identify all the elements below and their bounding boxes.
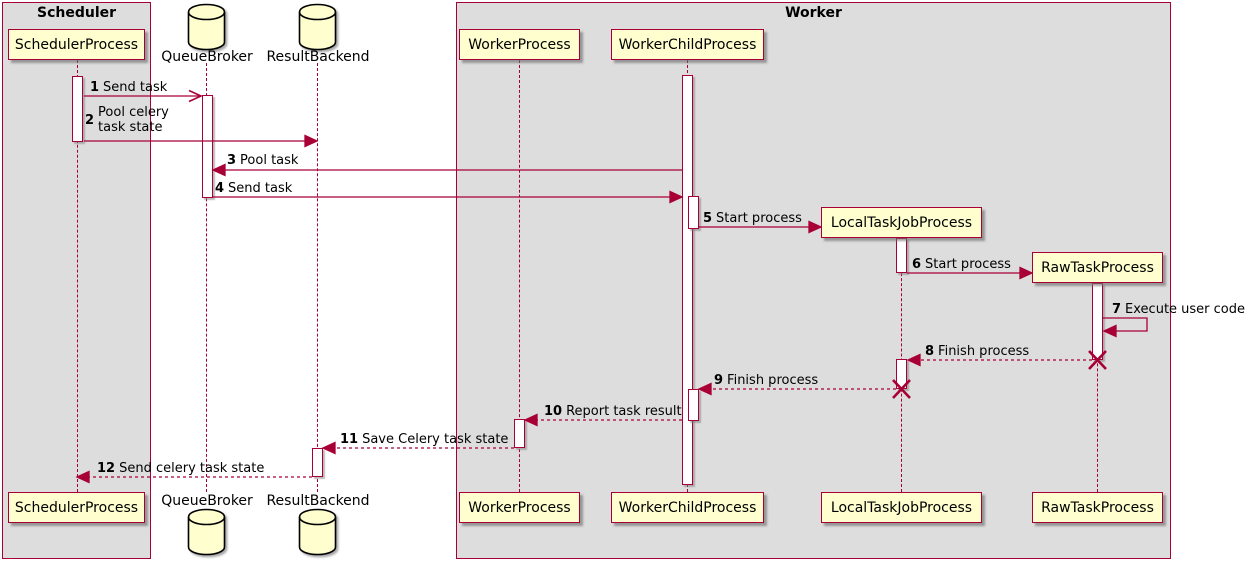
- lifeline-rawtaskprocess: [1097, 283, 1098, 492]
- activation-localtaskjob-2: [896, 359, 907, 389]
- participant-schedulerprocess-top: SchedulerProcess: [8, 29, 145, 60]
- database-icon-queuebroker-bottom: [187, 508, 226, 556]
- label-resultbackend-top: ResultBackend: [266, 49, 370, 65]
- activation-workerchild-nested-1: [688, 196, 699, 229]
- lifeline-workerprocess: [519, 60, 520, 492]
- label-queuebroker-bottom: QueueBroker: [161, 493, 253, 509]
- scheduler-frame-title: Scheduler: [36, 5, 117, 21]
- participant-rawtaskprocess-bottom: RawTaskProcess: [1032, 492, 1163, 523]
- participant-workerchildprocess-top: WorkerChildProcess: [611, 29, 764, 60]
- activation-workerprocess: [514, 419, 525, 448]
- participant-schedulerprocess-bottom: SchedulerProcess: [8, 492, 145, 523]
- label-resultbackend-bottom: ResultBackend: [266, 493, 370, 509]
- activation-rawtask: [1092, 283, 1103, 360]
- database-icon-resultbackend-top: [298, 3, 337, 51]
- activation-workerchild-nested-2: [688, 389, 699, 421]
- activation-resultbackend: [312, 448, 323, 477]
- activation-workerchild-main: [682, 75, 693, 485]
- activation-localtaskjob-1: [896, 238, 907, 273]
- participant-localtaskjobprocess-created: LocalTaskJobProcess: [821, 207, 982, 238]
- label-queuebroker-top: QueueBroker: [161, 49, 253, 65]
- database-icon-resultbackend-bottom: [298, 508, 337, 556]
- activation-queuebroker: [202, 95, 213, 198]
- worker-frame-title: Worker: [785, 5, 842, 21]
- participant-workerprocess-bottom: WorkerProcess: [459, 492, 580, 523]
- participant-workerchildprocess-bottom: WorkerChildProcess: [611, 492, 764, 523]
- participant-workerprocess-top: WorkerProcess: [459, 29, 580, 60]
- lifeline-queuebroker: [206, 63, 207, 492]
- activation-schedulerprocess: [72, 76, 83, 142]
- participant-rawtaskprocess-created: RawTaskProcess: [1032, 252, 1163, 283]
- database-icon-queuebroker-top: [187, 3, 226, 51]
- lifeline-resultbackend: [317, 63, 318, 492]
- participant-localtaskjobprocess-bottom: LocalTaskJobProcess: [821, 492, 982, 523]
- lifeline-schedulerprocess: [77, 60, 78, 492]
